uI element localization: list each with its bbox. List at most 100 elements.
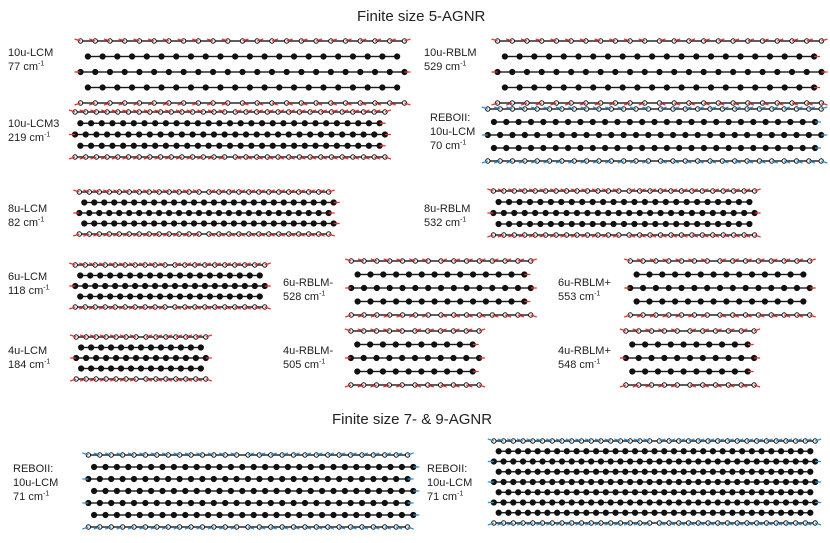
carbon-atom (227, 463, 234, 471)
carbon-atom (380, 271, 387, 278)
carbon-atom (280, 142, 287, 149)
hydrogen-atom (166, 231, 172, 237)
carbon-atom (333, 142, 340, 149)
carbon-atom (678, 53, 685, 60)
carbon-atom (236, 293, 243, 300)
displacement-arrow (293, 452, 300, 456)
carbon-atom (210, 475, 217, 483)
carbon-atom (663, 84, 670, 91)
hydrogen-atom (412, 312, 419, 318)
displacement-arrow (466, 384, 473, 388)
displacement-arrow (492, 258, 499, 262)
displacement-arrow (659, 522, 666, 526)
panel-label: 6u-RBLM- 528 cm-1 (283, 277, 334, 303)
carbon-atom (114, 131, 121, 138)
displacement-arrow (361, 526, 369, 530)
carbon-atom (315, 209, 322, 217)
carbon-atom (148, 487, 155, 495)
carbon-atom (797, 489, 804, 496)
displacement-arrow (74, 38, 81, 42)
carbon-atom (774, 298, 781, 305)
carbon-atom (710, 271, 717, 278)
carbon-atom (537, 198, 544, 206)
displacement-arrow (702, 188, 709, 192)
carbon-atom (240, 199, 247, 206)
hydrogen-atom (689, 188, 695, 194)
carbon-atom (731, 131, 738, 139)
carbon-atom (132, 354, 140, 362)
displacement-arrow (389, 102, 396, 106)
carbon-atom (715, 68, 722, 76)
carbon-atom (230, 220, 238, 227)
displacement-arrow (453, 314, 461, 318)
carbon-atom (112, 354, 120, 362)
carbon-atom (729, 468, 736, 475)
displacement-arrow (185, 334, 193, 338)
carbon-atom (290, 499, 297, 507)
carbon-atom (418, 341, 425, 348)
hydrogen-atom (818, 100, 825, 106)
ribbon-structure (619, 328, 761, 388)
carbon-atom (495, 468, 502, 475)
displacement-arrow (518, 106, 526, 110)
displacement-arrow (478, 328, 486, 332)
hydrogen-atom (563, 232, 570, 238)
carbon-atom (617, 499, 624, 506)
hydrogen-atom (437, 328, 444, 334)
panel-label: 10u-LCM 77 cm-1 (8, 47, 54, 73)
carbon-atom (787, 509, 794, 516)
carbon-atom (256, 499, 263, 507)
carbon-atom (86, 209, 93, 217)
hydrogen-atom (83, 334, 89, 340)
displacement-arrow (374, 109, 381, 113)
carbon-atom (153, 475, 160, 483)
carbon-atom (157, 344, 165, 351)
carbon-atom (201, 282, 209, 290)
displacement-arrow (568, 106, 575, 110)
carbon-atom (88, 344, 95, 351)
displacement-arrow (672, 106, 680, 110)
displacement-arrow (309, 109, 317, 113)
displacement-arrow (592, 160, 600, 164)
carbon-atom (117, 293, 124, 300)
hydrogen-atom (77, 100, 84, 106)
displacement-arrow (555, 522, 563, 526)
displacement-arrow (507, 438, 514, 442)
displacement-arrow (487, 188, 494, 192)
carbon-atom (719, 131, 726, 139)
carbon-atom (106, 209, 113, 217)
carbon-atom (592, 489, 600, 496)
displacement-arrow (689, 328, 697, 332)
displacement-arrow (591, 234, 599, 238)
carbon-atom (667, 209, 675, 217)
displacement-arrow (570, 234, 578, 238)
displacement-arrow (700, 314, 708, 318)
displacement-arrow (732, 38, 740, 42)
carbon-atom (629, 341, 636, 348)
displacement-arrow (629, 188, 636, 192)
carbon-atom (235, 209, 243, 217)
displacement-arrow (352, 109, 360, 113)
hydrogen-atom (386, 382, 393, 388)
carbon-atom (342, 68, 349, 76)
displacement-arrow (719, 258, 727, 262)
carbon-atom (127, 293, 134, 300)
carbon-atom (393, 271, 400, 278)
displacement-arrow (539, 188, 546, 192)
carbon-atom (159, 463, 166, 471)
displacement-arrow (698, 438, 705, 442)
displacement-arrow (670, 384, 678, 388)
carbon-atom (127, 344, 135, 351)
carbon-atom (121, 68, 128, 76)
carbon-atom (119, 499, 126, 507)
carbon-atom (539, 478, 546, 486)
carbon-atom (612, 68, 619, 76)
carbon-atom (250, 511, 257, 519)
displacement-arrow (487, 234, 494, 238)
displacement-arrow (506, 106, 513, 110)
carbon-atom (102, 511, 109, 519)
carbon-atom (358, 475, 366, 483)
carbon-atom (77, 142, 84, 149)
carbon-atom (341, 463, 348, 471)
displacement-arrow (506, 38, 513, 42)
